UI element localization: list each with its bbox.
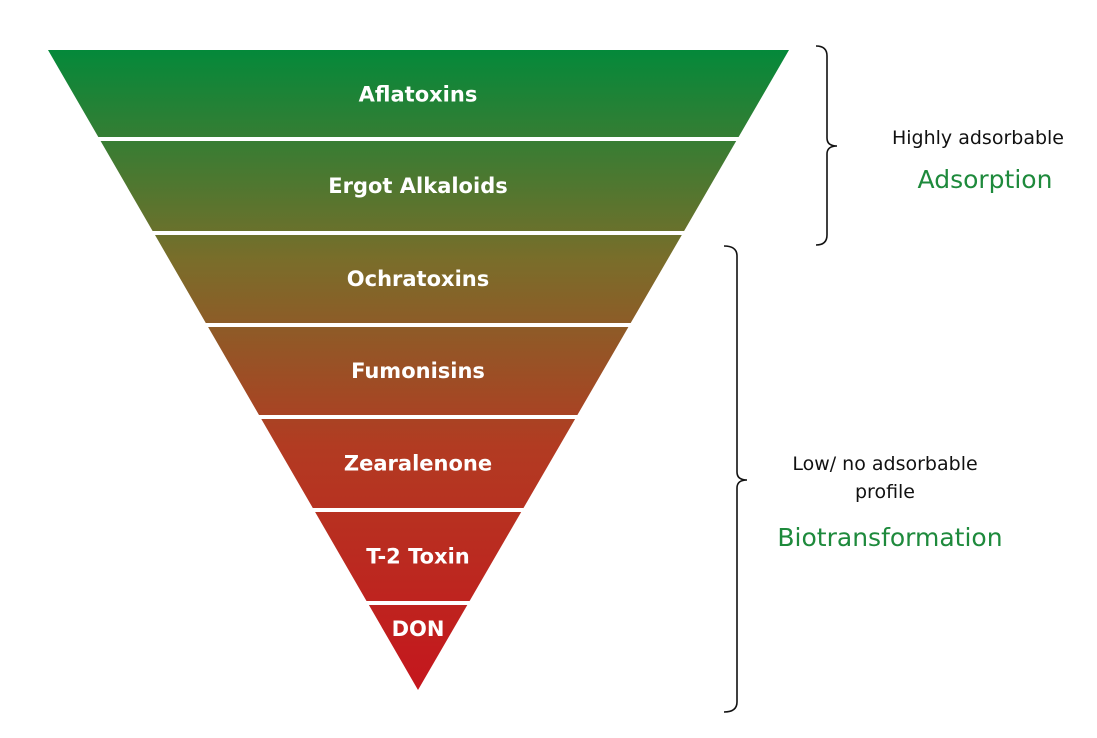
funnel-layer [155,235,682,323]
funnel-layer [315,512,522,601]
biotransformation-title: Biotransformation [777,523,1003,552]
funnel-layer-label: T-2 Toxin [366,545,470,569]
funnel-layer [100,141,737,231]
funnel-layer-label: Aflatoxins [359,83,478,107]
funnel-layer-label: Ochratoxins [347,267,489,291]
funnel-layer-label: DON [392,617,445,641]
funnel-layer [48,50,789,137]
funnel-layer-label: Fumonisins [351,359,485,383]
funnel-layers [48,50,789,690]
funnel-layer [261,419,576,508]
adsorption-description: Highly adsorbable [891,127,1064,149]
funnel-layer-label: Ergot Alkaloids [328,174,507,198]
funnel-layer [368,605,468,690]
funnel-layer [208,327,629,415]
biotransformation-bracket [723,245,748,713]
biotransformation-description-line1: Low/ no adsorbable [792,453,978,475]
biotransformation-description-line2: profile [854,481,915,503]
adsorption-bracket [815,45,838,246]
funnel-layer-label: Zearalenone [344,452,492,476]
adsorption-title: Adsorption [917,165,1053,194]
